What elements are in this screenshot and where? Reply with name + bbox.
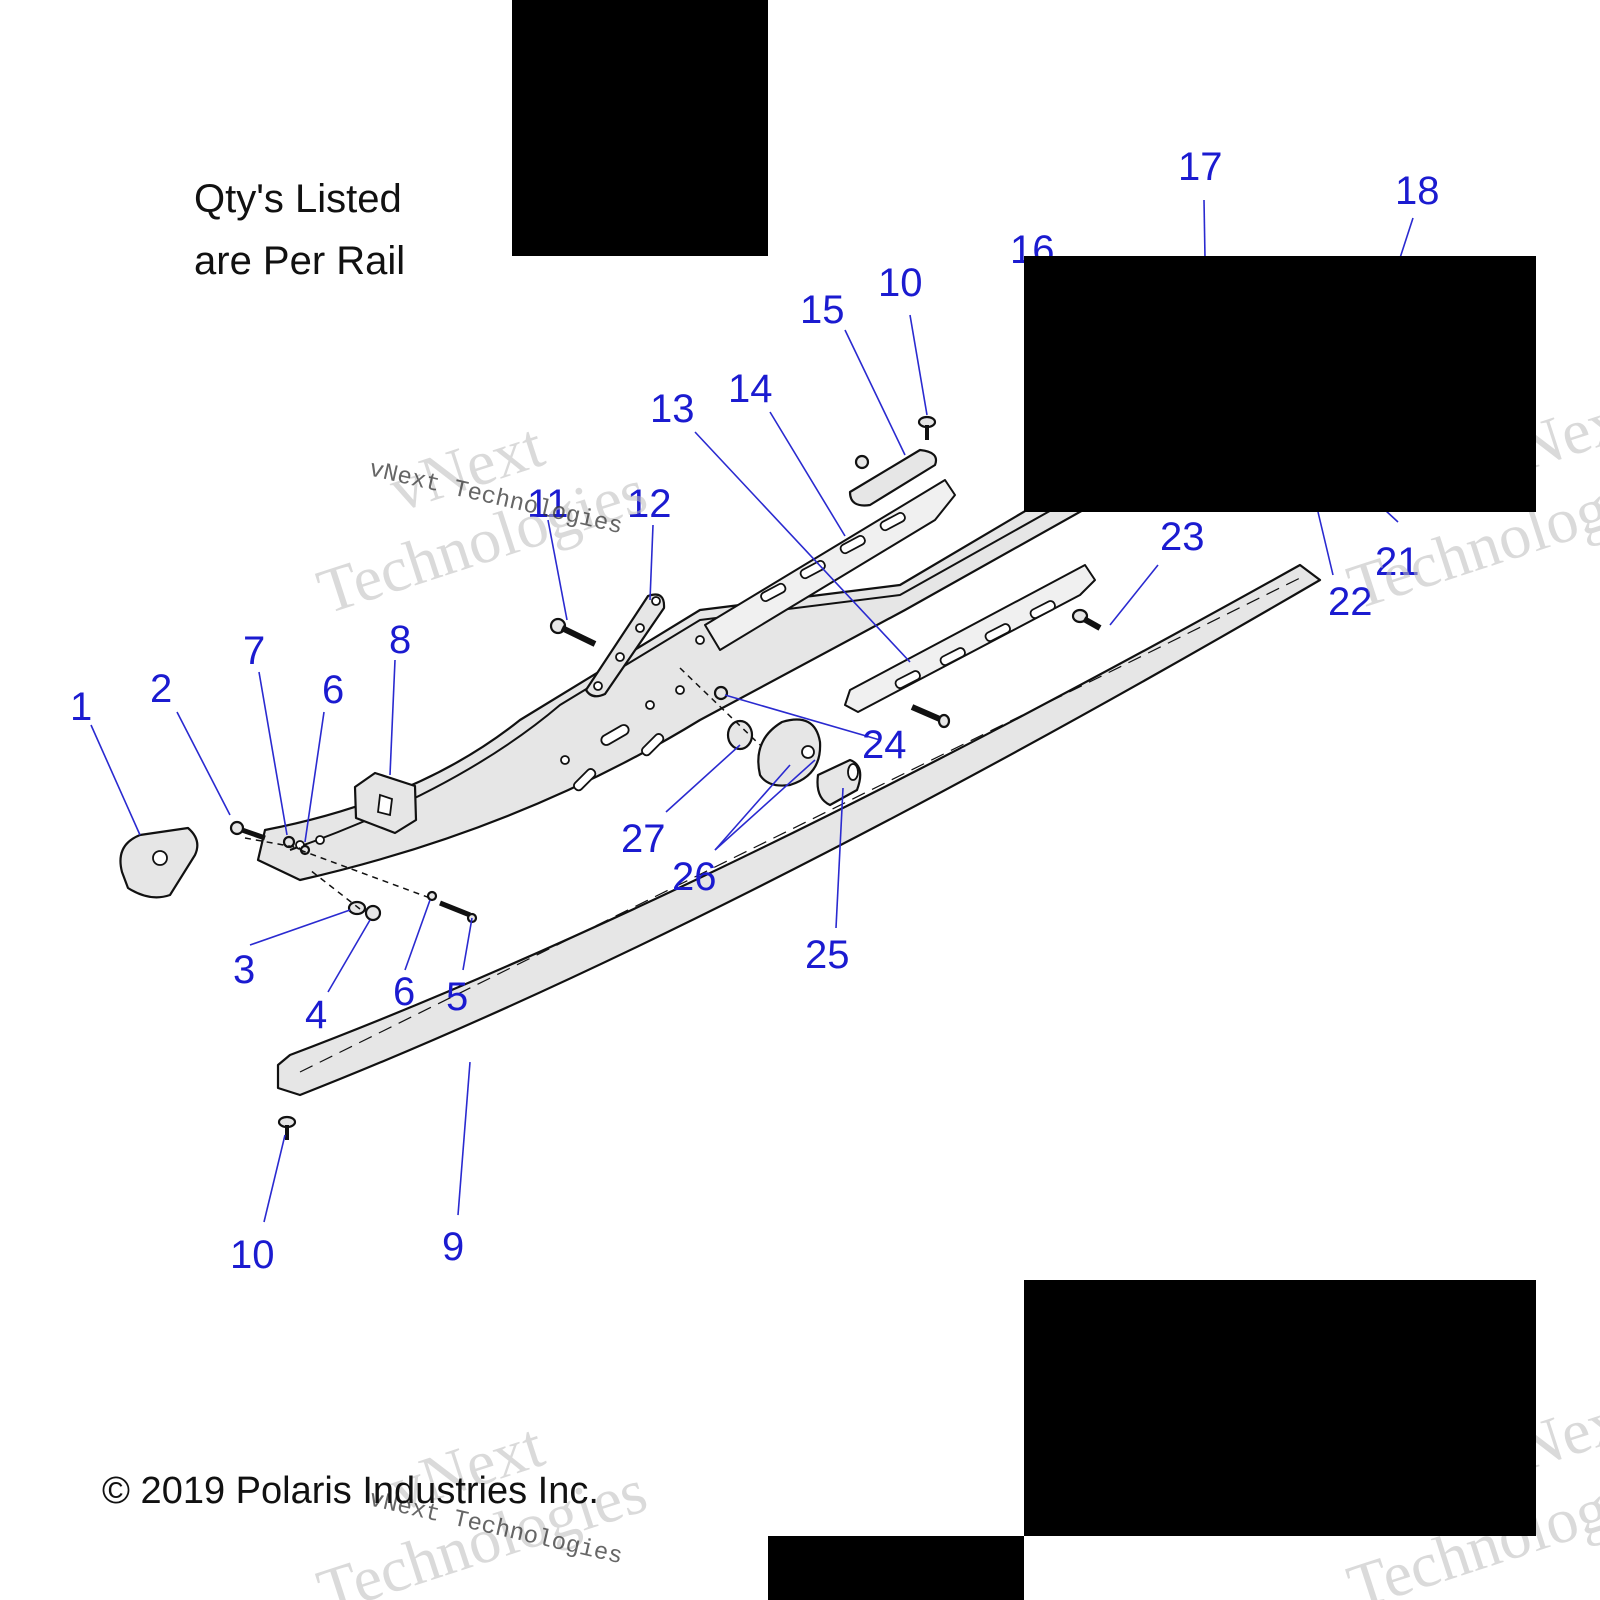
callout-3: 3	[233, 948, 255, 992]
plate-12	[584, 593, 666, 698]
callout-6-bottom: 6	[393, 970, 415, 1014]
callout-4: 4	[305, 993, 327, 1037]
qty-note-line2: are Per Rail	[194, 239, 406, 283]
callout-12: 12	[627, 482, 672, 526]
callout-2: 2	[150, 667, 172, 711]
callout-26: 26	[672, 855, 717, 899]
redaction-block-bottom	[768, 1536, 1024, 1600]
bolt-5	[439, 900, 478, 924]
callout-27: 27	[621, 817, 666, 861]
redaction-block-right-upper	[1024, 256, 1536, 512]
callout-15: 15	[800, 288, 845, 332]
wheel-26	[757, 718, 822, 787]
copyright-text: © 2019 Polaris Industries Inc.	[102, 1470, 599, 1512]
axle-25	[816, 758, 862, 807]
bolt-13b	[910, 704, 951, 729]
callout-21: 21	[1375, 540, 1420, 584]
callout-14: 14	[728, 367, 773, 411]
plate-15	[848, 448, 938, 507]
bracket-8	[353, 771, 418, 835]
screw-10-top	[917, 415, 937, 440]
callout-11: 11	[527, 482, 569, 526]
redaction-block-right-lower	[1024, 1280, 1536, 1536]
leader-lines	[90, 199, 1414, 1223]
bolt-2	[229, 820, 266, 841]
spacer-27	[726, 719, 754, 751]
callout-10-bottom: 10	[230, 1233, 275, 1277]
qty-note: Qty's Listed are Per Rail	[194, 168, 405, 292]
bumper-1	[119, 826, 199, 899]
callout-5: 5	[446, 975, 468, 1019]
pin-24	[713, 685, 729, 701]
washer-3	[347, 900, 367, 916]
callout-17: 17	[1178, 145, 1223, 189]
callout-6-top: 6	[322, 668, 344, 712]
callout-18: 18	[1395, 169, 1440, 213]
redaction-block-top	[512, 0, 768, 256]
qty-note-line1: Qty's Listed	[194, 177, 402, 221]
bolt-23	[1071, 608, 1102, 631]
callout-7: 7	[243, 629, 265, 673]
callout-10-top: 10	[878, 261, 923, 305]
nut-6b	[426, 890, 438, 902]
callout-24: 24	[862, 723, 907, 767]
nut-6	[299, 844, 311, 856]
callout-9: 9	[442, 1225, 464, 1269]
nut-4	[364, 904, 382, 922]
callout-25: 25	[805, 933, 850, 977]
slider-13	[844, 564, 1096, 713]
bolt-11	[549, 617, 597, 647]
callout-8: 8	[389, 618, 411, 662]
callout-13: 13	[650, 387, 695, 431]
callout-23: 23	[1160, 515, 1205, 559]
callout-22: 22	[1328, 580, 1373, 624]
upper-rail-14	[704, 479, 956, 651]
nut-7	[282, 835, 296, 849]
callout-1: 1	[70, 685, 92, 729]
screw-10-bottom	[277, 1115, 297, 1140]
ski-runner-9	[276, 563, 1322, 1097]
